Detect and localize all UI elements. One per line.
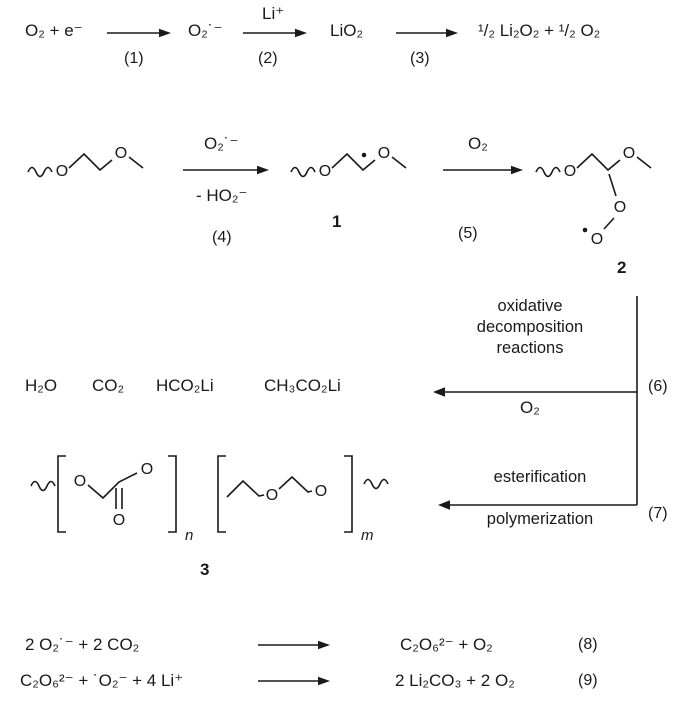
arrow-eq8-icon (258, 640, 330, 650)
branch6-reagent-o2: O₂ (520, 398, 540, 417)
arrow-step3-icon (396, 28, 458, 38)
arrow-eq9-icon (258, 676, 330, 686)
structure-1-radical: O O (290, 145, 407, 180)
formula-superoxide: O₂˙⁻ (188, 21, 223, 40)
oxygen-atom: O (591, 231, 603, 248)
bracket-close (344, 455, 353, 533)
structure-glyme: O O (27, 145, 144, 180)
bracket-close (168, 455, 177, 533)
product-co2: CO₂ (92, 376, 125, 395)
product-h2o: H₂O (25, 376, 58, 395)
arrow4-byproduct: - HO₂⁻ (196, 186, 248, 205)
repeat-subscript-n: n (185, 527, 193, 544)
skeletal-bonds (331, 152, 407, 172)
step5-number: (5) (458, 225, 478, 242)
branch-connector-icon (433, 296, 638, 510)
oxygen-atom: O (113, 512, 125, 529)
wavy-bond (363, 478, 389, 490)
oxygen-atom: O (74, 473, 86, 490)
eq8-reactants: 2 O₂˙⁻ + 2 CO₂ (25, 635, 140, 654)
eq9-number: (9) (578, 672, 598, 689)
arrow4-reagent-superoxide: O₂˙⁻ (204, 134, 239, 153)
step4-number: (4) (212, 229, 232, 246)
skeletal-bonds (68, 152, 144, 172)
arrow-step5-icon (443, 165, 523, 175)
oxygen-atom: O (319, 163, 331, 180)
arrow7-head (438, 500, 450, 510)
step2-number: (2) (258, 50, 278, 67)
arrow-step2-icon (243, 28, 307, 38)
eq9-products: 2 Li₂CO₃ + 2 O₂ (395, 671, 515, 690)
oxygen-atom: O (564, 163, 576, 180)
arrow2-reagent-li: Li⁺ (262, 4, 285, 23)
radical-dot-icon (582, 227, 588, 233)
bracket-open (57, 455, 66, 533)
eq8-products: C₂O₆²⁻ + O₂ (400, 635, 493, 654)
oxygen-atom: O (266, 487, 278, 504)
oxygen-atom: O (56, 163, 68, 180)
skeletal-bonds (226, 475, 313, 498)
structure-3-label: 3 (200, 560, 210, 579)
wavy-bond (30, 480, 56, 492)
eq8-number: (8) (578, 636, 598, 653)
branch6-caption: oxidative decomposition reactions (476, 297, 584, 357)
oxygen-atom: O (623, 145, 635, 162)
eq9-reactants: C₂O₆²⁻ + ˙O₂⁻ + 4 Li⁺ (20, 671, 184, 690)
wavy-bond (27, 166, 53, 178)
arrow6-head (433, 387, 445, 397)
product-ch3co2li: CH₃CO₂Li (264, 376, 341, 395)
wavy-bond (290, 166, 316, 178)
product-hco2li: HCO₂Li (156, 376, 214, 395)
branch7-caption-top: esterification (493, 468, 587, 486)
step6-number: (6) (648, 378, 668, 395)
step1-number: (1) (124, 50, 144, 67)
bracket-open (217, 455, 226, 533)
oxygen-atom: O (315, 483, 327, 500)
oxygen-atom: O (141, 461, 153, 478)
formula-li2o2-products: ¹/₂ Li₂O₂ + ¹/₂ O₂ (478, 21, 601, 40)
radical-dot-icon (361, 152, 367, 158)
wavy-bond (535, 166, 561, 178)
arrow-step1-icon (107, 28, 171, 38)
formula-o2-electron: O₂ + e⁻ (25, 21, 83, 40)
structure-1-label: 1 (332, 212, 342, 231)
structure-3-polymer: O O O n O O m (30, 455, 389, 544)
structure-2-peroxyradical: O O O O (535, 145, 652, 248)
oxygen-atom: O (115, 145, 127, 162)
step7-number: (7) (648, 505, 668, 522)
arrow-step4-icon (183, 165, 269, 175)
formula-lio2: LiO₂ (330, 21, 364, 40)
structure-2-label: 2 (617, 258, 627, 277)
arrow5-reagent-o2: O₂ (468, 134, 488, 153)
branch7-caption-bottom: polymerization (486, 510, 594, 528)
skeletal-bonds (576, 152, 652, 230)
repeat-subscript-m: m (361, 527, 374, 544)
step3-number: (3) (410, 50, 430, 67)
skeletal-bonds (87, 472, 138, 509)
oxygen-atom: O (378, 145, 390, 162)
oxygen-atom: O (614, 199, 626, 216)
